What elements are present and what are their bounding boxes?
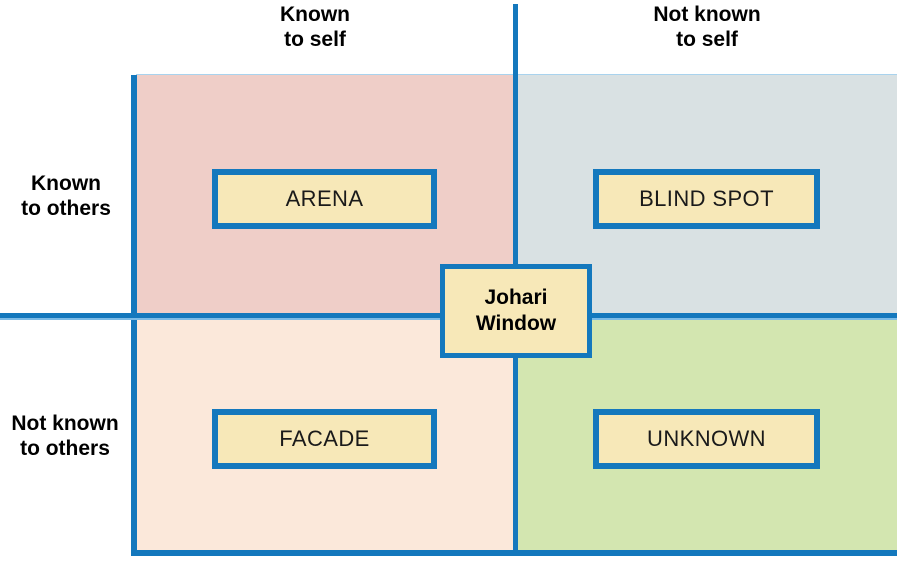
quadrant-label-facade: FACADE	[212, 409, 437, 469]
quadrant-label-blind-spot: BLIND SPOT	[593, 169, 820, 229]
axis-label-not-known-to-others: Not known to others	[11, 412, 119, 460]
axis-label-known-to-others: Known to others	[21, 172, 111, 220]
diagram-title-plate: Johari Window	[440, 264, 592, 358]
frame-hairline-top-left	[136, 74, 515, 75]
frame-hairline-top-right	[517, 74, 897, 75]
quadrant-label-unknown: UNKNOWN	[593, 409, 820, 469]
axis-label-known-to-self: Known to self	[280, 3, 350, 51]
quadrant-label-arena: ARENA	[212, 169, 437, 229]
axis-label-not-known-to-self: Not known to self	[653, 3, 761, 51]
